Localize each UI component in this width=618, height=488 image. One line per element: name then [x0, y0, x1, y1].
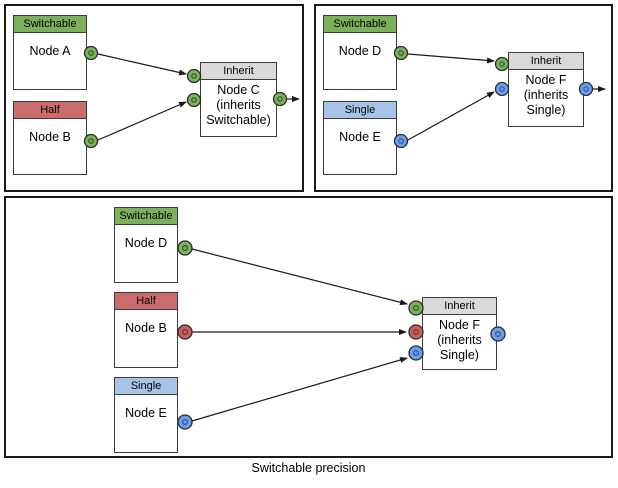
node-c-type-header: Inherit [201, 63, 276, 80]
node-e-label: Node E [125, 406, 167, 420]
node-b: Half Node B [13, 101, 87, 175]
panel-top-left: Switchable Node A Half Node B Inherit No… [4, 4, 304, 192]
node-c-label: Node C (inherits Switchable) [201, 80, 276, 128]
node-c: Inherit Node C (inherits Switchable) [200, 62, 277, 137]
node-f-type-header: Inherit [423, 298, 496, 315]
node-b-bottom: Half Node B [114, 292, 178, 368]
node-e-bottom: Single Node E [114, 377, 178, 453]
node-d-type-header: Switchable [324, 16, 396, 33]
node-a: Switchable Node A [13, 15, 87, 90]
node-d-bottom: Switchable Node D [114, 207, 178, 283]
node-f-label-line3: Single) [526, 103, 566, 117]
node-b-label: Node B [29, 130, 71, 144]
node-b-type-header: Half [115, 293, 177, 310]
node-a-label: Node A [29, 44, 71, 58]
node-d-type-header: Switchable [115, 208, 177, 225]
node-b-label: Node B [125, 321, 167, 335]
node-f-label: Node F (inherits Single) [509, 70, 583, 118]
node-f-label: Node F (inherits Single) [423, 315, 496, 363]
node-c-label-line1: Node C [217, 83, 260, 97]
panel-bottom: Switchable Node D Half Node B Single Nod… [4, 196, 613, 458]
node-f: Inherit Node F (inherits Single) [508, 52, 584, 127]
node-e-label: Node E [339, 130, 381, 144]
node-e-type-header: Single [324, 102, 396, 119]
node-d: Switchable Node D [323, 15, 397, 90]
node-f-bottom: Inherit Node F (inherits Single) [422, 297, 497, 370]
node-f-label-line2: (inherits [437, 333, 482, 347]
node-d-label: Node D [338, 44, 382, 58]
node-e-type-header: Single [115, 378, 177, 395]
figure-caption: Switchable precision [251, 461, 366, 475]
panel-top-right: Switchable Node D Single Node E Inherit … [314, 4, 613, 192]
node-e: Single Node E [323, 101, 397, 175]
node-c-label-line3: Switchable) [206, 113, 271, 127]
node-a-type-header: Switchable [14, 16, 86, 33]
node-f-label-line2: (inherits [523, 88, 569, 102]
node-b-type-header: Half [14, 102, 86, 119]
node-f-label-line1: Node F [439, 318, 480, 332]
node-c-label-line2: (inherits [216, 98, 261, 112]
node-f-label-line1: Node F [525, 73, 567, 87]
node-d-label: Node D [124, 236, 168, 250]
node-f-label-line3: Single) [440, 348, 479, 362]
node-f-type-header: Inherit [509, 53, 583, 70]
